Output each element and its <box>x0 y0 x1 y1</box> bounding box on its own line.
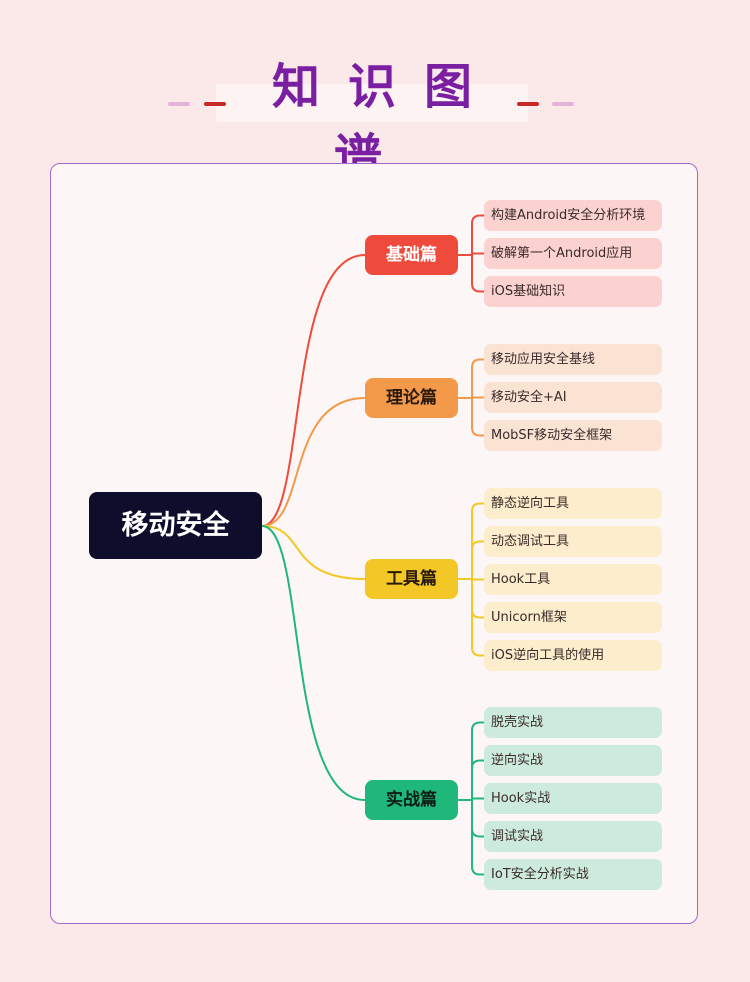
mindmap-branch-node[interactable]: 理论篇 <box>365 378 458 418</box>
mindmap-branch-node[interactable]: 实战篇 <box>365 780 458 820</box>
mindmap-leaf-node[interactable]: 脱壳实战 <box>484 707 662 738</box>
branch-leaf-connector <box>471 358 484 398</box>
branch-leaf-connector <box>471 721 484 800</box>
mindmap-leaf-node[interactable]: Unicorn框架 <box>484 602 662 633</box>
mindmap-leaf-node[interactable]: Hook工具 <box>484 564 662 595</box>
title-decoration-right-outer <box>552 102 574 106</box>
mindmap-branch-node[interactable]: 工具篇 <box>365 559 458 599</box>
branch-leaf-connector <box>471 579 484 619</box>
mindmap-leaf-node[interactable]: 调试实战 <box>484 821 662 852</box>
root-branch-connector <box>261 397 366 527</box>
mindmap-leaf-node[interactable]: 移动应用安全基线 <box>484 344 662 375</box>
mindmap-leaf-node[interactable]: iOS逆向工具的使用 <box>484 640 662 671</box>
branch-leaf-connector <box>471 579 484 657</box>
title-decoration-right-inner <box>517 102 539 106</box>
mindmap-leaf-node[interactable]: 移动安全+AI <box>484 382 662 413</box>
mindmap-root[interactable]: 移动安全 <box>89 492 262 559</box>
branch-leaf-connector <box>471 540 484 579</box>
mindmap-leaf-node[interactable]: iOS基础知识 <box>484 276 662 307</box>
branch-leaf-connector <box>471 214 484 255</box>
branch-leaf-connector <box>471 502 484 579</box>
mindmap-leaf-node[interactable]: 动态调试工具 <box>484 526 662 557</box>
branch-leaf-connector <box>471 800 484 876</box>
mindmap-leaf-node[interactable]: 构建Android安全分析环境 <box>484 200 662 231</box>
branch-leaf-connector <box>471 800 484 838</box>
mindmap-branch-node[interactable]: 基础篇 <box>365 235 458 275</box>
root-branch-connector <box>261 525 366 580</box>
mindmap-leaf-node[interactable]: IoT安全分析实战 <box>484 859 662 890</box>
root-branch-connector <box>261 525 366 801</box>
mindmap-leaf-node[interactable]: MobSF移动安全框架 <box>484 420 662 451</box>
mindmap-leaf-node[interactable]: 逆向实战 <box>484 745 662 776</box>
title-decoration-left-inner <box>204 102 226 106</box>
mindmap-leaf-node[interactable]: Hook实战 <box>484 783 662 814</box>
mindmap-leaf-node[interactable]: 破解第一个Android应用 <box>484 238 662 269</box>
branch-leaf-connector <box>471 759 484 800</box>
title-highlight <box>216 84 528 122</box>
branch-leaf-connector <box>471 398 484 437</box>
branch-leaf-connector <box>471 255 484 293</box>
mindmap-leaf-node[interactable]: 静态逆向工具 <box>484 488 662 519</box>
title-decoration-left-outer <box>168 102 190 106</box>
root-branch-connector <box>261 254 366 527</box>
